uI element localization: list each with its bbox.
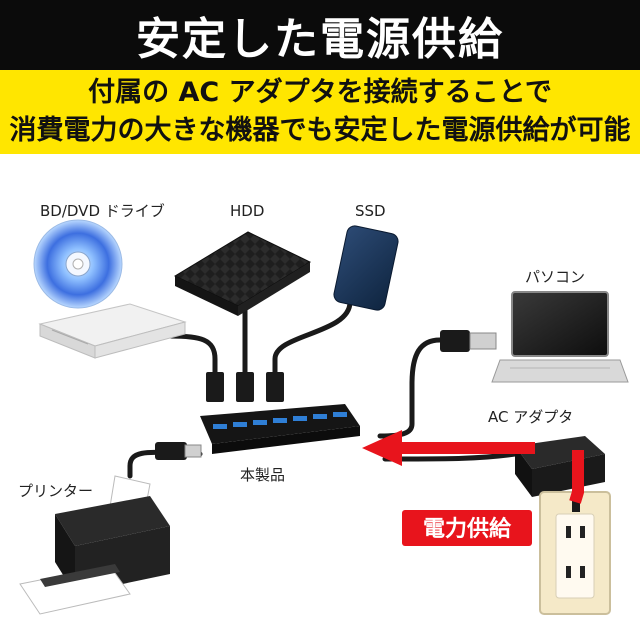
label-bd-dvd: BD/DVD ドライブ [40,202,165,220]
disc-icon [33,219,123,309]
header-banner: 安定した電源供給 [0,0,640,70]
label-product: 本製品 [240,466,285,484]
usb-hub-product: 本製品 [200,404,360,484]
label-printer: プリンター [18,482,93,500]
subtitle-line-1: 付属の AC アダプタを接続することで [88,77,552,108]
page-title: 安定した電源供給 [136,14,504,65]
label-hdd: HDD [230,202,264,220]
usb-plug-pc [440,330,497,352]
label-pc: パソコン [525,268,585,286]
connection-illustration: BD/DVD ドライブ HDD SSD パソコン [18,202,629,615]
ac-adapter: AC アダプタ [488,408,605,497]
subtitle-band: 付属の AC アダプタを接続することで 消費電力の大きな機器でも安定した電源供給… [0,70,640,154]
label-ac-adapter: AC アダプタ [488,408,573,426]
subtitle-line-2: 消費電力の大きな機器でも安定した電源供給が可能 [9,115,631,146]
bd-dvd-drive: BD/DVD ドライブ [33,202,187,359]
power-supply-badge: 電力供給 [402,510,532,546]
ssd-drive: SSD [333,202,399,311]
hdd-drive: HDD [173,202,312,316]
usb-plugs-hub [206,372,284,402]
laptop-pc: パソコン [491,268,629,383]
wall-outlet [539,472,611,615]
power-arrow [362,430,584,504]
printer: プリンター [18,475,170,615]
label-power-supply: 電力供給 [423,516,512,542]
label-ssd: SSD [355,202,386,220]
usb-plug-printer [155,442,202,460]
